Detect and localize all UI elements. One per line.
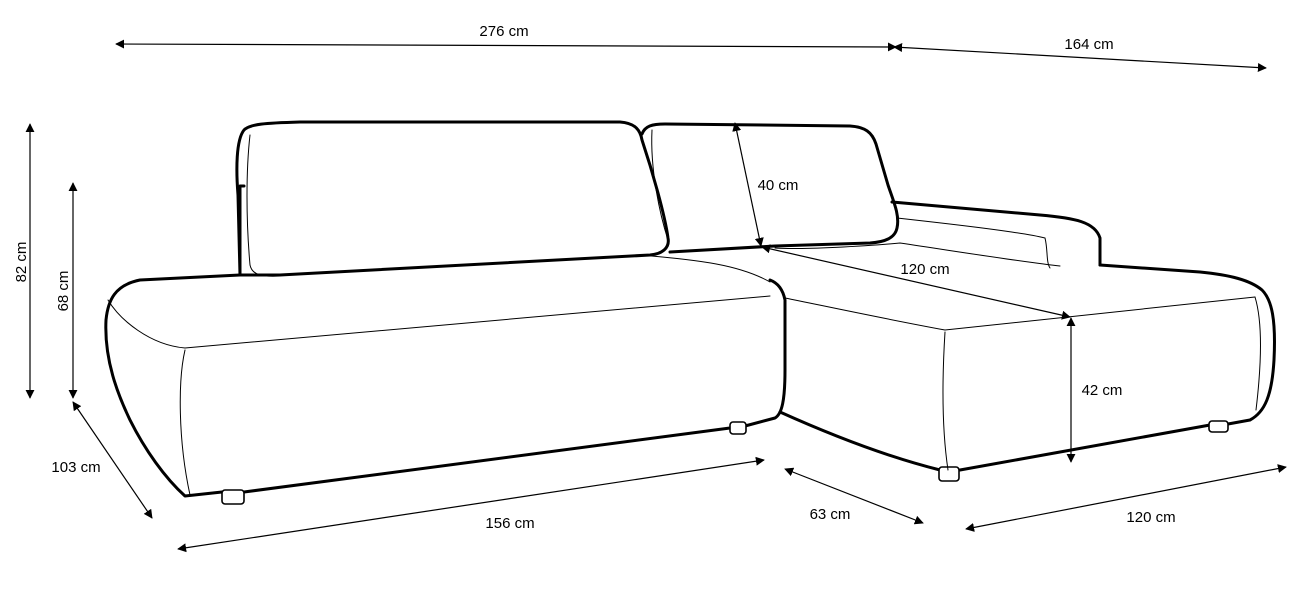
arrow-depth — [72, 401, 153, 519]
label-backrest-height: 68 cm — [55, 271, 72, 312]
foot-chaise-right — [1208, 420, 1229, 433]
left-back-edge — [238, 184, 246, 277]
arrow-chaise-length — [761, 244, 1071, 320]
left-back-cushion — [235, 120, 670, 277]
arrow-seat-width — [177, 456, 765, 553]
label-seat-width: 156 cm — [485, 515, 534, 532]
label-seat-height: 42 cm — [1082, 382, 1123, 399]
right-back-cushion — [640, 122, 900, 254]
foot-middle — [729, 421, 747, 435]
label-chaise-depth-total: 164 cm — [1064, 36, 1113, 53]
sofa-outline — [104, 120, 1276, 505]
label-total-height: 82 cm — [13, 242, 30, 283]
front-bottom — [242, 278, 787, 494]
foot-left-front — [221, 489, 245, 505]
label-cushion-height: 40 cm — [758, 177, 799, 194]
chaise-back — [890, 200, 1102, 267]
arrow-total-width — [115, 39, 897, 52]
label-depth: 103 cm — [51, 459, 100, 476]
label-total-width: 276 cm — [479, 23, 528, 40]
arrow-chaise-width — [965, 464, 1287, 532]
arrow-cushion-height — [732, 122, 764, 247]
label-seat-depth: 63 cm — [810, 506, 851, 523]
chaise-bottom — [778, 263, 1276, 472]
foot-chaise-front — [938, 466, 960, 482]
label-chaise-length: 120 cm — [900, 261, 949, 278]
label-chaise-width: 120 cm — [1126, 509, 1175, 526]
dimension-arrows — [25, 39, 1287, 553]
arrow-seat-depth — [784, 467, 924, 525]
dimension-labels: 276 cm 164 cm 82 cm 68 cm 40 cm 120 cm 4… — [13, 23, 1176, 532]
sofa-seams — [107, 129, 1261, 496]
left-seat — [104, 273, 242, 498]
arrow-chaise-depth-total — [893, 42, 1267, 73]
